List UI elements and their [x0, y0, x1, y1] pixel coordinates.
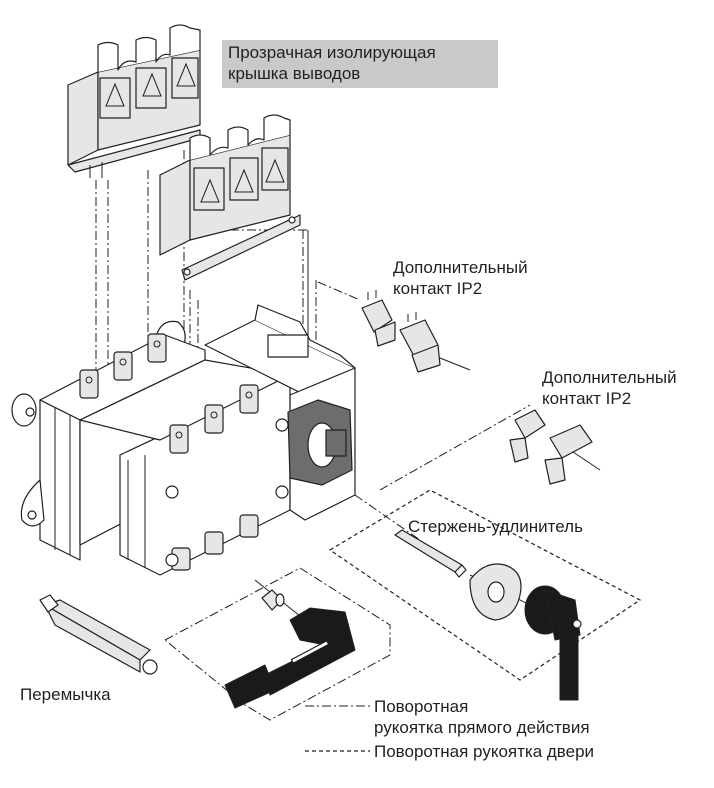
jumper-bar	[39, 594, 158, 675]
aux-contact-1-label-line-2: контакт IP2	[393, 279, 483, 298]
terminal-cover-label: Прозрачная изолирующая крышка выводов	[222, 40, 498, 88]
terminal-lugs-rear	[79, 333, 167, 399]
aux-contact-1-label-line-1: Дополнительный	[393, 258, 528, 277]
legend-door-handle: Поворотная рукоятка двери	[374, 741, 594, 762]
terminal-cover-label-line-1: Прозрачная изолирующая	[228, 43, 436, 62]
warning-icon	[105, 62, 196, 107]
terminal-cover-top	[67, 24, 201, 178]
legend-direct-handle-line-1: Поворотная	[374, 697, 469, 716]
legend-direct-handle: Поворотная рукоятка прямого действия	[374, 696, 590, 738]
door-handle-boundary	[328, 489, 642, 681]
terminal-lugs-front	[169, 384, 259, 454]
switch-disconnector-body	[11, 304, 356, 576]
legend-direct-handle-line-2: рукоятка прямого действия	[374, 718, 590, 737]
extension-shaft	[394, 529, 467, 578]
aux-contact-2-label-line-1: Дополнительный	[542, 368, 677, 387]
aux-contact-2-label-line-2: контакт IP2	[542, 389, 632, 408]
aux-contact-1-label: Дополнительный контакт IP2	[393, 257, 528, 299]
door-flange	[469, 563, 522, 621]
direct-handle-boundary	[164, 567, 391, 721]
warning-icon	[200, 158, 285, 203]
legend-door-handle-line-1: Поворотная рукоятка двери	[374, 742, 595, 761]
direct-rotary-handle	[224, 589, 356, 709]
auxiliary-contact-2	[509, 409, 593, 485]
extension-shaft-label: Стержень-удлинитель	[408, 517, 583, 536]
aux-contact-2-label: Дополнительный контакт IP2	[542, 367, 677, 409]
auxiliary-contact-1	[361, 290, 441, 373]
jumper-label: Перемычка	[20, 685, 111, 704]
terminal-cover-bottom	[159, 114, 301, 281]
door-rotary-handle	[524, 585, 582, 701]
terminal-cover-label-line-2: крышка выводов	[228, 64, 361, 83]
